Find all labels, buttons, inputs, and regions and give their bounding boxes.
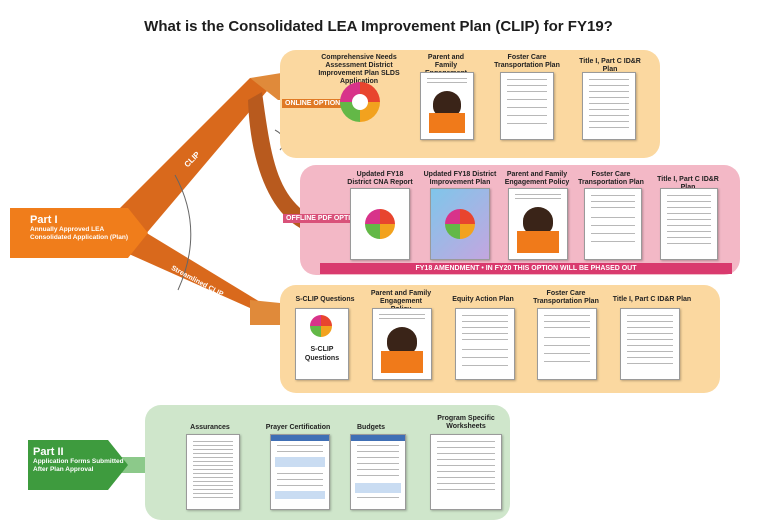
page-title: What is the Consolidated LEA Improvement… <box>144 18 613 35</box>
offline-doc-label-2: Parent and Family Engagement Policy <box>504 171 570 186</box>
offline-banner: FY18 AMENDMENT • IN FY20 THIS OPTION WIL… <box>320 263 732 274</box>
part1-arrow <box>10 208 148 258</box>
offline-doc-pfe <box>508 188 568 260</box>
part2-doc-prayer <box>270 434 330 510</box>
streamlined-doc-equity <box>455 308 515 380</box>
part2-doc-worksheets <box>430 434 502 510</box>
streamlined-doc-pfe <box>372 308 432 380</box>
streamlined-doc-label-2: Equity Action Plan <box>452 296 514 303</box>
offline-doc-idr <box>660 188 718 260</box>
part1-line1: Annually Approved LEA <box>30 226 105 233</box>
online-doc-idr <box>582 72 636 140</box>
part2-box: Part II Application Forms Submitted Afte… <box>33 446 124 474</box>
part1-heading: Part I <box>30 214 58 226</box>
part2-doc-label-0: Assurances <box>190 424 230 431</box>
offline-doc-label-0: Updated FY18 District CNA Report <box>347 171 413 186</box>
part2-line2: After Plan Approval <box>33 466 94 473</box>
offline-branch <box>248 92 300 228</box>
streamlined-doc-foster <box>537 308 597 380</box>
part1-line2: Consolidated Application (Plan) <box>30 234 128 241</box>
offline-doc-label-4: Title I, Part C ID&R Plan <box>657 176 719 191</box>
part2-doc-label-2: Budgets <box>357 424 385 431</box>
online-option-label: ONLINE OPTION <box>282 99 344 108</box>
streamlined-doc-idr <box>620 308 680 380</box>
streamlined-doc-label-3: Foster Care Transportation Plan <box>533 290 599 305</box>
part2-doc-label-1: Prayer Certification <box>265 424 331 431</box>
part2-doc-budgets <box>350 434 406 510</box>
offline-doc-dip <box>430 188 490 260</box>
part2-doc-label-3: Program Specific Worksheets <box>437 415 495 430</box>
offline-doc-label-3: Foster Care Transportation Plan <box>578 171 644 186</box>
clip-branch <box>110 78 278 235</box>
online-doc-foster <box>500 72 554 140</box>
part1-box: Part I Annually Approved LEA Consolidate… <box>30 214 128 242</box>
streamlined-doc-label-4: Title I, Part C ID&R Plan <box>612 296 692 303</box>
part2-heading: Part II <box>33 446 64 458</box>
streamlined-doc-label-0: S-CLIP Questions <box>295 296 355 303</box>
part2-doc-assurances <box>186 434 240 510</box>
streamlined-branch <box>120 232 270 308</box>
streamlined-doc-sclip: S-CLIP Questions <box>295 308 349 380</box>
online-doc-label-2: Foster Care Transportation Plan <box>494 54 560 69</box>
offline-doc-label-1: Updated FY18 District Improvement Plan <box>423 171 497 186</box>
part2-arrow <box>28 440 128 490</box>
part2-line1: Application Forms Submitted <box>33 458 124 465</box>
sclip-doc-text: S-CLIP Questions <box>304 346 340 362</box>
offline-option-label: OFFLINE PDF OPTION <box>283 214 364 223</box>
offline-doc-foster <box>584 188 642 260</box>
cna-wheel-center <box>352 94 368 110</box>
online-doc-label-3: Title I, Part C ID&R Plan <box>579 58 641 73</box>
online-doc-pfe <box>420 72 474 140</box>
online-doc-label-0: Comprehensive Needs Assessment District … <box>318 54 400 85</box>
offline-doc-cna <box>350 188 410 260</box>
